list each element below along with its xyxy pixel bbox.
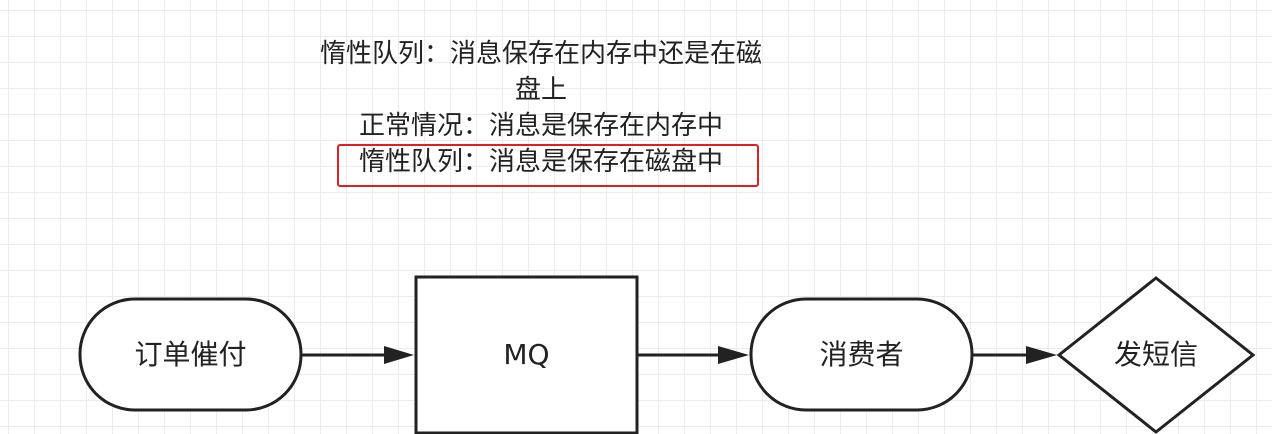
arrowhead-mq-to-consumer xyxy=(718,346,749,364)
mq-node-shape[interactable] xyxy=(414,275,639,434)
consumer-node-shape[interactable] xyxy=(749,297,974,412)
annotation-line-4: 惰性队列：消息是保存在磁盘中 xyxy=(358,147,723,177)
order-node-shape[interactable] xyxy=(78,297,303,412)
annotation-line-2: 盘上 xyxy=(514,75,567,105)
mq-node-label: MQ xyxy=(503,338,550,371)
annotation-line-1: 惰性队列：消息保存在内存中还是在磁 xyxy=(319,39,762,69)
arrowhead-order-to-mq xyxy=(384,346,414,364)
sms-node-shape[interactable] xyxy=(1056,276,1256,434)
consumer-node-label: 消费者 xyxy=(819,338,904,371)
annotation-text-block: 惰性队列：消息保存在内存中还是在磁 盘上 正常情况：消息是保存在内存中 惰性队列… xyxy=(280,36,802,180)
sms-node-label: 发短信 xyxy=(1113,338,1198,371)
annotation-line-3: 正常情况：消息是保存在内存中 xyxy=(358,111,723,141)
order-node-label: 订单催付 xyxy=(134,338,247,371)
arrowhead-consumer-to-sms xyxy=(1026,346,1057,364)
highlight-rectangle xyxy=(337,144,759,187)
